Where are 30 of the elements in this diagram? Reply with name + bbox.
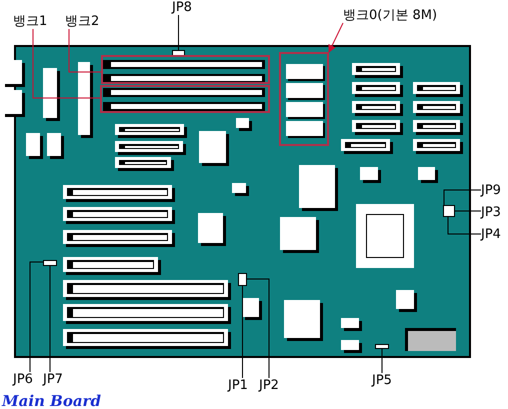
callout-label: JP6 [13, 372, 33, 387]
callout-label: JP8 [172, 0, 192, 15]
callout-label: 뱅크2 [65, 14, 100, 29]
callout-label: 뱅크0(기본 8M) [343, 8, 438, 23]
leader-line [32, 28, 100, 98]
leader-line [242, 286, 243, 378]
leader-line [448, 216, 482, 234]
board-caption: Main Board [2, 392, 101, 409]
leader-line [178, 14, 179, 50]
callout-label: JP9 [481, 183, 501, 198]
highlight-frame [101, 55, 270, 84]
leader-line [454, 210, 482, 212]
leader-line [30, 262, 44, 372]
jumper [375, 344, 389, 349]
leader-line [444, 190, 482, 206]
jumper [43, 260, 57, 266]
highlight-frame [279, 52, 329, 146]
callout-label: JP2 [259, 378, 279, 393]
callout-label: JP3 [481, 205, 501, 220]
callout-label: JP7 [43, 372, 63, 387]
callout-label: JP5 [372, 373, 392, 388]
leader-line [328, 22, 344, 53]
leader-line [246, 278, 270, 378]
highlight-frame [100, 85, 270, 113]
callout-label: JP1 [228, 378, 248, 393]
jumper [443, 205, 455, 217]
jumper [238, 273, 247, 286]
callout-label: JP4 [481, 227, 501, 242]
leader-line [68, 28, 102, 72]
callout-label: 뱅크1 [13, 14, 48, 29]
